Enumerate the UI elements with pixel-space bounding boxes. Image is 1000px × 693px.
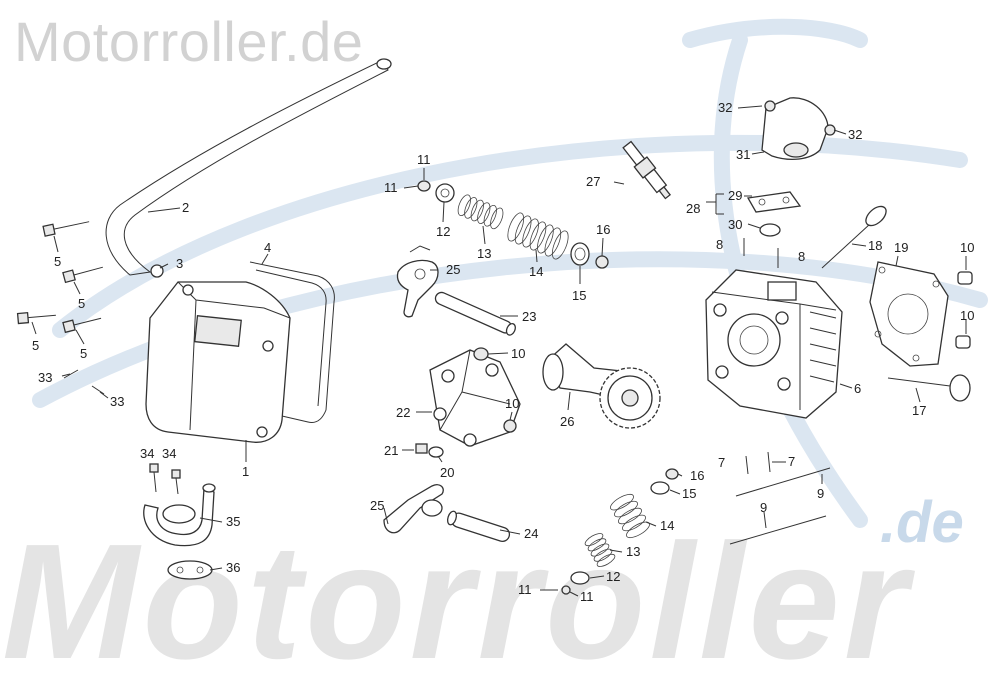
callout-32: 32: [718, 100, 732, 115]
callout-10: 10: [511, 346, 525, 361]
camshaft-holder: [429, 347, 521, 447]
callout-8: 8: [798, 249, 805, 264]
insulator-29: [746, 191, 802, 213]
callout-36: 36: [226, 560, 240, 575]
exploded-parts-diagram: 2 3 4 5 5 5 5 33 33 1 34 34 35 36 11 11 …: [16, 18, 988, 604]
callout-5: 5: [78, 296, 85, 311]
callout-labels: 2 3 4 5 5 5 5 33 33 1 34 34 35 36 11 11 …: [32, 100, 974, 604]
callout-25: 25: [370, 498, 384, 513]
rocker-shaft: [434, 291, 516, 336]
intake-manifold: [761, 97, 836, 161]
callout-9: 9: [817, 486, 824, 501]
long-studs-9: [729, 467, 831, 545]
callout-6: 6: [854, 381, 861, 396]
callout-12: 12: [606, 569, 620, 584]
callout-21: 21: [384, 443, 398, 458]
background-swoosh: [32, 18, 988, 528]
bolts-34: [149, 463, 181, 495]
spark-plug: [622, 140, 672, 200]
callout-4: 4: [264, 240, 271, 255]
callout-16: 16: [596, 222, 610, 237]
callout-10: 10: [505, 396, 519, 411]
callout-26: 26: [560, 414, 574, 429]
watermark-top: Motorroller.de: [14, 10, 364, 73]
leader-lines: [31, 105, 967, 597]
valve-17: [887, 374, 971, 402]
callout-33: 33: [110, 394, 124, 409]
o-ring-30: [759, 223, 781, 237]
callout-33: 33: [38, 370, 52, 385]
callout-34: 34: [140, 446, 154, 461]
camshaft: [542, 343, 661, 429]
callout-17: 17: [912, 403, 926, 418]
callout-13: 13: [626, 544, 640, 559]
breather-hose: [105, 58, 392, 278]
callout-11: 11: [417, 152, 431, 167]
callout-9: 9: [760, 500, 767, 515]
callout-34: 34: [162, 446, 176, 461]
cylinder-head: [705, 269, 843, 419]
callout-32: 32: [848, 127, 862, 142]
callout-31: 31: [736, 147, 750, 162]
callout-11: 11: [384, 180, 398, 195]
callout-13: 13: [477, 246, 491, 261]
callout-22: 22: [396, 405, 410, 420]
valve-18: [821, 205, 887, 269]
callout-16: 16: [690, 468, 704, 483]
callout-25: 25: [446, 262, 460, 277]
studs-8: [743, 238, 779, 268]
callout-23: 23: [522, 309, 536, 324]
studs-7: [745, 451, 771, 475]
callout-14: 14: [660, 518, 674, 533]
callout-2: 2: [182, 200, 189, 215]
nut-21-washer-20: [415, 443, 444, 458]
callout-8: 8: [716, 237, 723, 252]
callout-15: 15: [682, 486, 696, 501]
cylinder-head-cover: [145, 261, 335, 443]
valve-spring-set-top: [417, 180, 609, 269]
callout-29: 29: [728, 188, 742, 203]
callout-5: 5: [54, 254, 61, 269]
callout-27: 27: [586, 174, 600, 189]
rocker-shaft-bottom: [446, 510, 511, 543]
callout-19: 19: [894, 240, 908, 255]
callout-28: 28: [686, 201, 700, 216]
bolts-5: [16, 221, 103, 334]
callout-35: 35: [226, 514, 240, 529]
callout-10: 10: [960, 308, 974, 323]
callout-1: 1: [242, 464, 249, 479]
callout-20: 20: [440, 465, 454, 480]
rocker-arm-bottom: [383, 484, 444, 534]
air-pipe-35: [143, 483, 216, 547]
callout-18: 18: [868, 238, 882, 253]
rocker-arm-top: [396, 245, 439, 318]
callout-7: 7: [788, 454, 795, 469]
callout-24: 24: [524, 526, 538, 541]
callout-30: 30: [728, 217, 742, 232]
callout-5: 5: [32, 338, 39, 353]
watermark-de-suffix: .de: [880, 490, 964, 555]
callout-7: 7: [718, 455, 725, 470]
callout-11: 11: [580, 589, 594, 604]
callout-3: 3: [176, 256, 183, 271]
callout-11: 11: [518, 582, 532, 597]
cylinder-head-gasket: [869, 261, 949, 367]
dowel-pins-right: [955, 271, 973, 349]
gasket-36: [167, 560, 213, 580]
callout-14: 14: [529, 264, 543, 279]
callout-15: 15: [572, 288, 586, 303]
callout-12: 12: [436, 224, 450, 239]
callout-5: 5: [80, 346, 87, 361]
callout-10: 10: [960, 240, 974, 255]
pins-33: [63, 369, 105, 395]
